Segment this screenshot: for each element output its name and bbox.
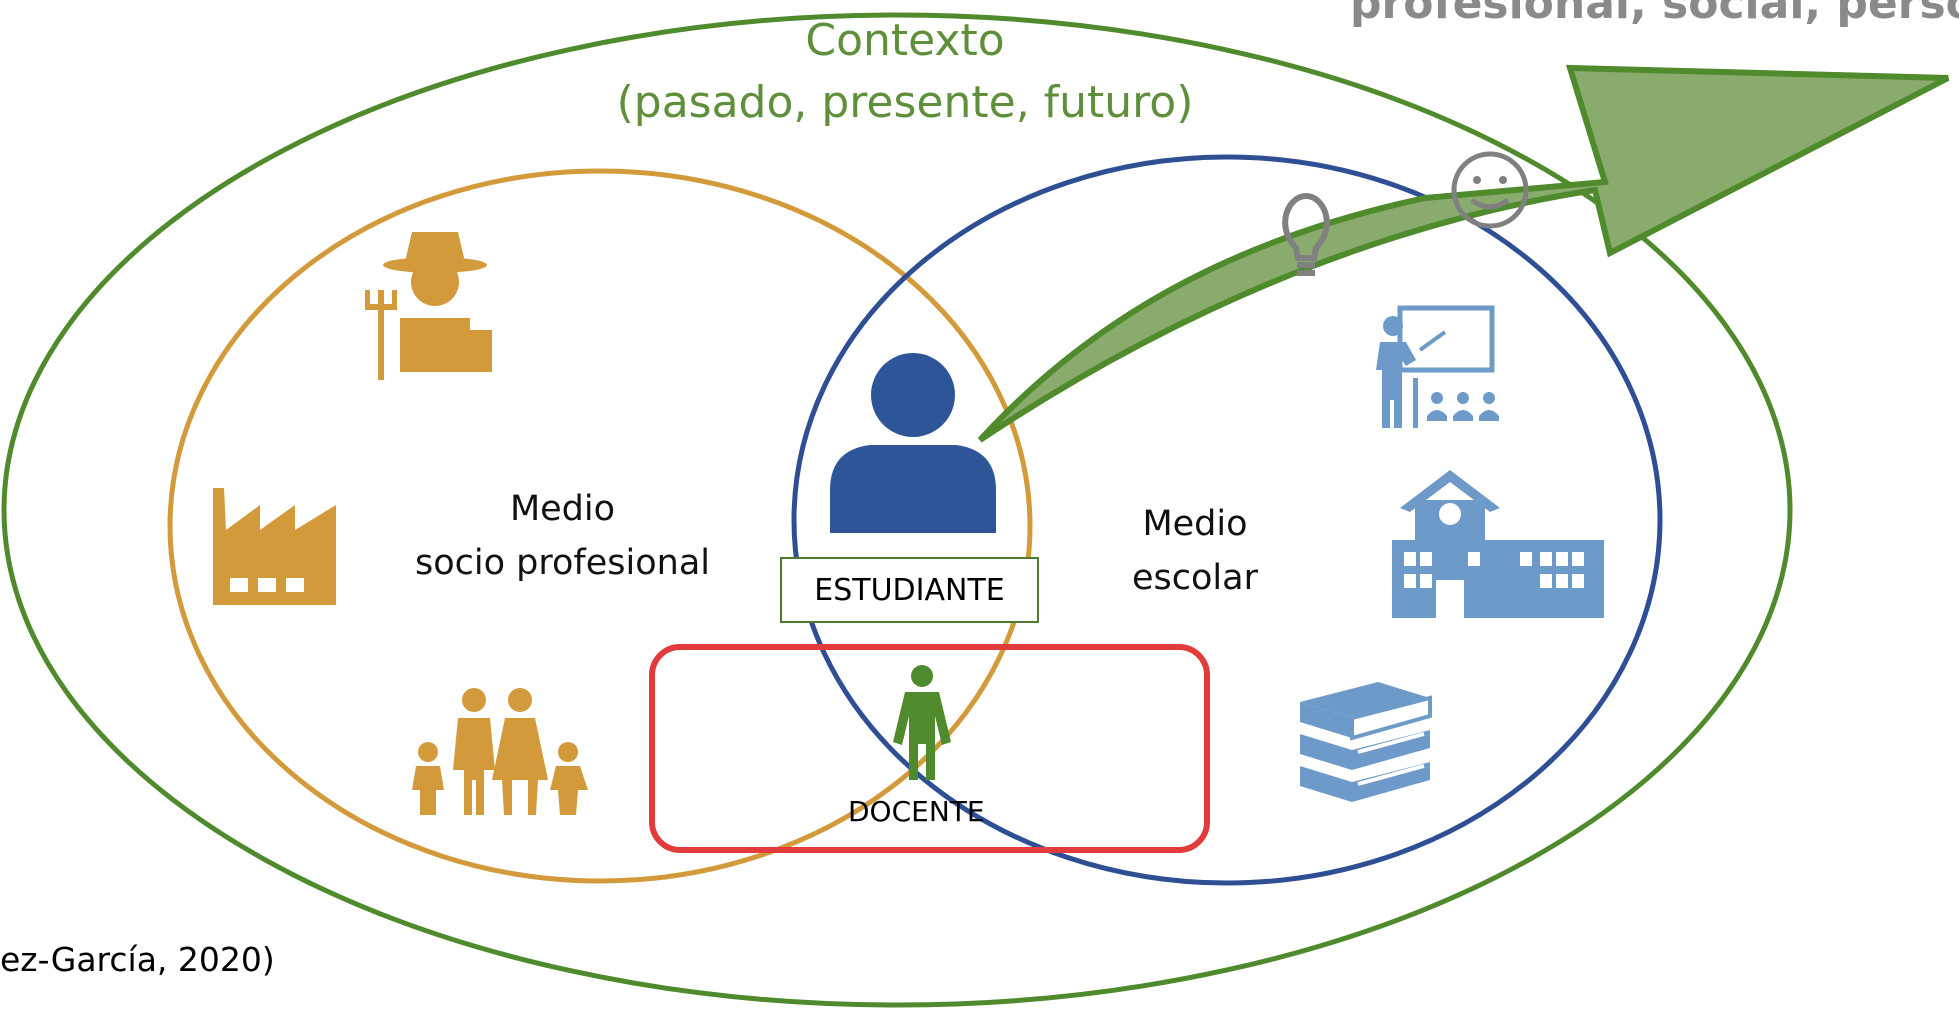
books-icon (1300, 682, 1432, 802)
socio-profesional-circle (167, 168, 1033, 884)
teacher-label: DOCENTE (848, 795, 985, 828)
socio-profesional-label-line1: Medio (509, 489, 616, 529)
lightbulb-icon (1282, 192, 1330, 276)
school-building-icon (1392, 470, 1604, 618)
factory-icon (213, 488, 336, 605)
student-label: ESTUDIANTE (814, 572, 1005, 608)
teacher-highlight-box (649, 644, 1210, 853)
escolar-circle (791, 154, 1663, 886)
family-icon (412, 688, 588, 815)
escolar-label-line1: Medio (1142, 504, 1248, 544)
student-label-box: ESTUDIANTE (780, 557, 1039, 623)
teacher-board-icon (1376, 305, 1499, 428)
escolar-label-line2: escolar (1132, 558, 1258, 598)
student-person-icon (830, 353, 996, 533)
citation-text: ez-García, 2020) (0, 940, 275, 979)
farmer-icon (365, 232, 492, 380)
context-title: Contexto (805, 15, 1005, 66)
teacher-person-icon (893, 665, 951, 780)
context-ellipse (1, 12, 1793, 1008)
socio-profesional-label-line2: socio profesional (415, 543, 710, 583)
smiley-icon (1451, 151, 1529, 229)
context-subtitle: (pasado, presente, futuro) (616, 77, 1194, 128)
growth-arrow (977, 64, 1950, 443)
outcomes-heading: profesional, social, perso (1350, 0, 1959, 29)
